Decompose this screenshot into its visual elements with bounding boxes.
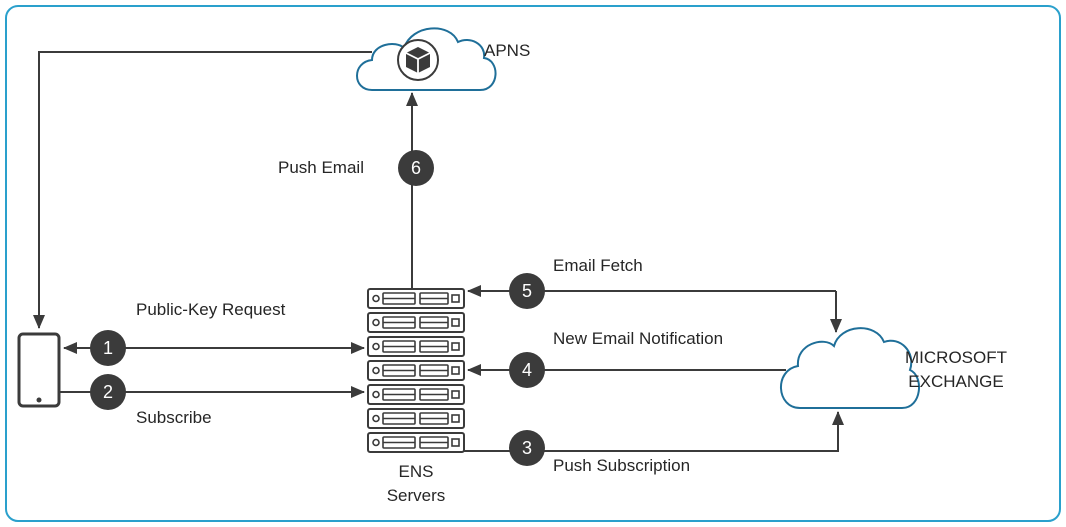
step-4-label: New Email Notification bbox=[553, 329, 724, 348]
step-6-badge: 6 bbox=[398, 150, 434, 186]
step-2-label: Subscribe bbox=[136, 408, 212, 427]
step-4-badge: 4 bbox=[509, 352, 545, 388]
ens-label-line2: Servers bbox=[386, 486, 446, 505]
exchange-label-line2: EXCHANGE bbox=[908, 372, 1004, 391]
exchange-label-line1: MICROSOFT bbox=[905, 348, 1007, 367]
step-2-badge: 2 bbox=[90, 374, 126, 410]
step-5-label: Email Fetch bbox=[553, 256, 643, 275]
exchange-cloud-icon bbox=[780, 327, 921, 409]
apns-label: APNS bbox=[484, 41, 531, 60]
push-subscription-arrow bbox=[464, 411, 844, 452]
step-1-label: Public-Key Request bbox=[136, 300, 286, 319]
step-3-badge: 3 bbox=[509, 430, 545, 466]
ens-server-rack-icon bbox=[367, 288, 465, 453]
step-5-badge: 5 bbox=[509, 273, 545, 309]
ens-label-line1: ENS bbox=[398, 462, 434, 481]
phone-icon bbox=[17, 332, 61, 408]
step-1-badge: 1 bbox=[90, 330, 126, 366]
step-3-label: Push Subscription bbox=[553, 456, 691, 475]
apns-box-icon bbox=[397, 39, 439, 81]
step-6-label: Push Email bbox=[278, 158, 364, 177]
apns-to-phone-arrow bbox=[33, 51, 372, 329]
